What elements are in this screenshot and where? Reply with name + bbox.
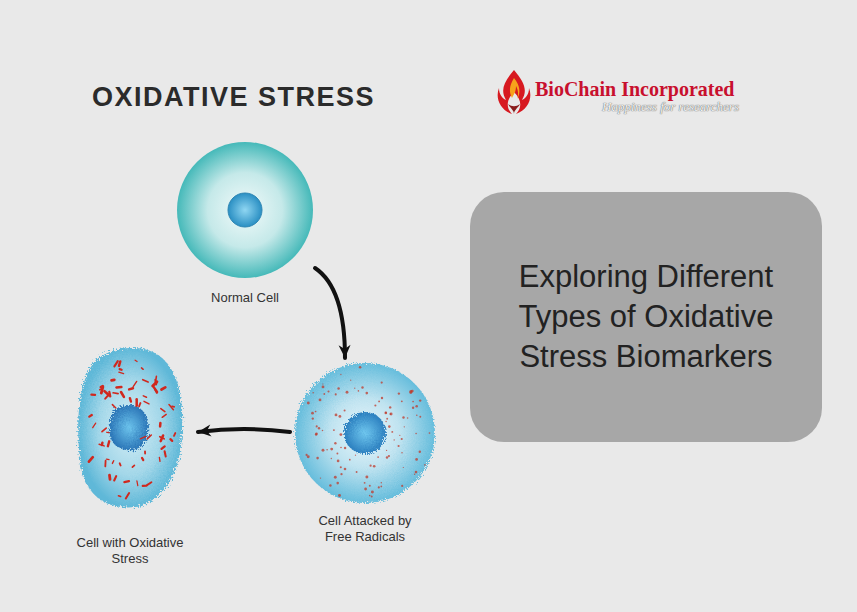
cell-label-wrap: Cell with Oxidative Stress <box>62 535 198 567</box>
arrow-head <box>339 345 351 358</box>
arrow-line <box>198 429 290 432</box>
cell-label: Cell Attacked by Free Radicals <box>306 513 424 545</box>
flow-arrow <box>198 425 290 437</box>
cell-label: Normal Cell <box>211 290 279 306</box>
cell-illustration <box>290 358 440 508</box>
cell-label-wrap: Cell Attacked by Free Radicals <box>290 513 440 545</box>
panel-text: Exploring Different Types of Oxidative S… <box>488 257 804 377</box>
cell-illustration <box>175 140 315 280</box>
brand-name: BioChain Incorporated <box>535 78 734 101</box>
cell-label-wrap: Normal Cell <box>175 290 315 306</box>
cell-node: Cell Attacked by Free Radicals <box>290 358 440 545</box>
arrow-head <box>198 425 212 437</box>
flow-arrow <box>315 268 351 358</box>
cell-node: Normal Cell <box>175 140 315 306</box>
cell-label: Cell with Oxidative Stress <box>71 535 189 567</box>
brand-tagline: Happiness for researchers <box>602 99 739 115</box>
cell-node: Cell with Oxidative Stress <box>62 340 198 567</box>
flame-logo <box>494 68 534 116</box>
arrow-line <box>315 268 345 358</box>
diagram-title: OXIDATIVE STRESS <box>92 82 375 113</box>
title-panel: Exploring Different Types of Oxidative S… <box>470 192 822 442</box>
cell-illustration <box>62 340 198 512</box>
